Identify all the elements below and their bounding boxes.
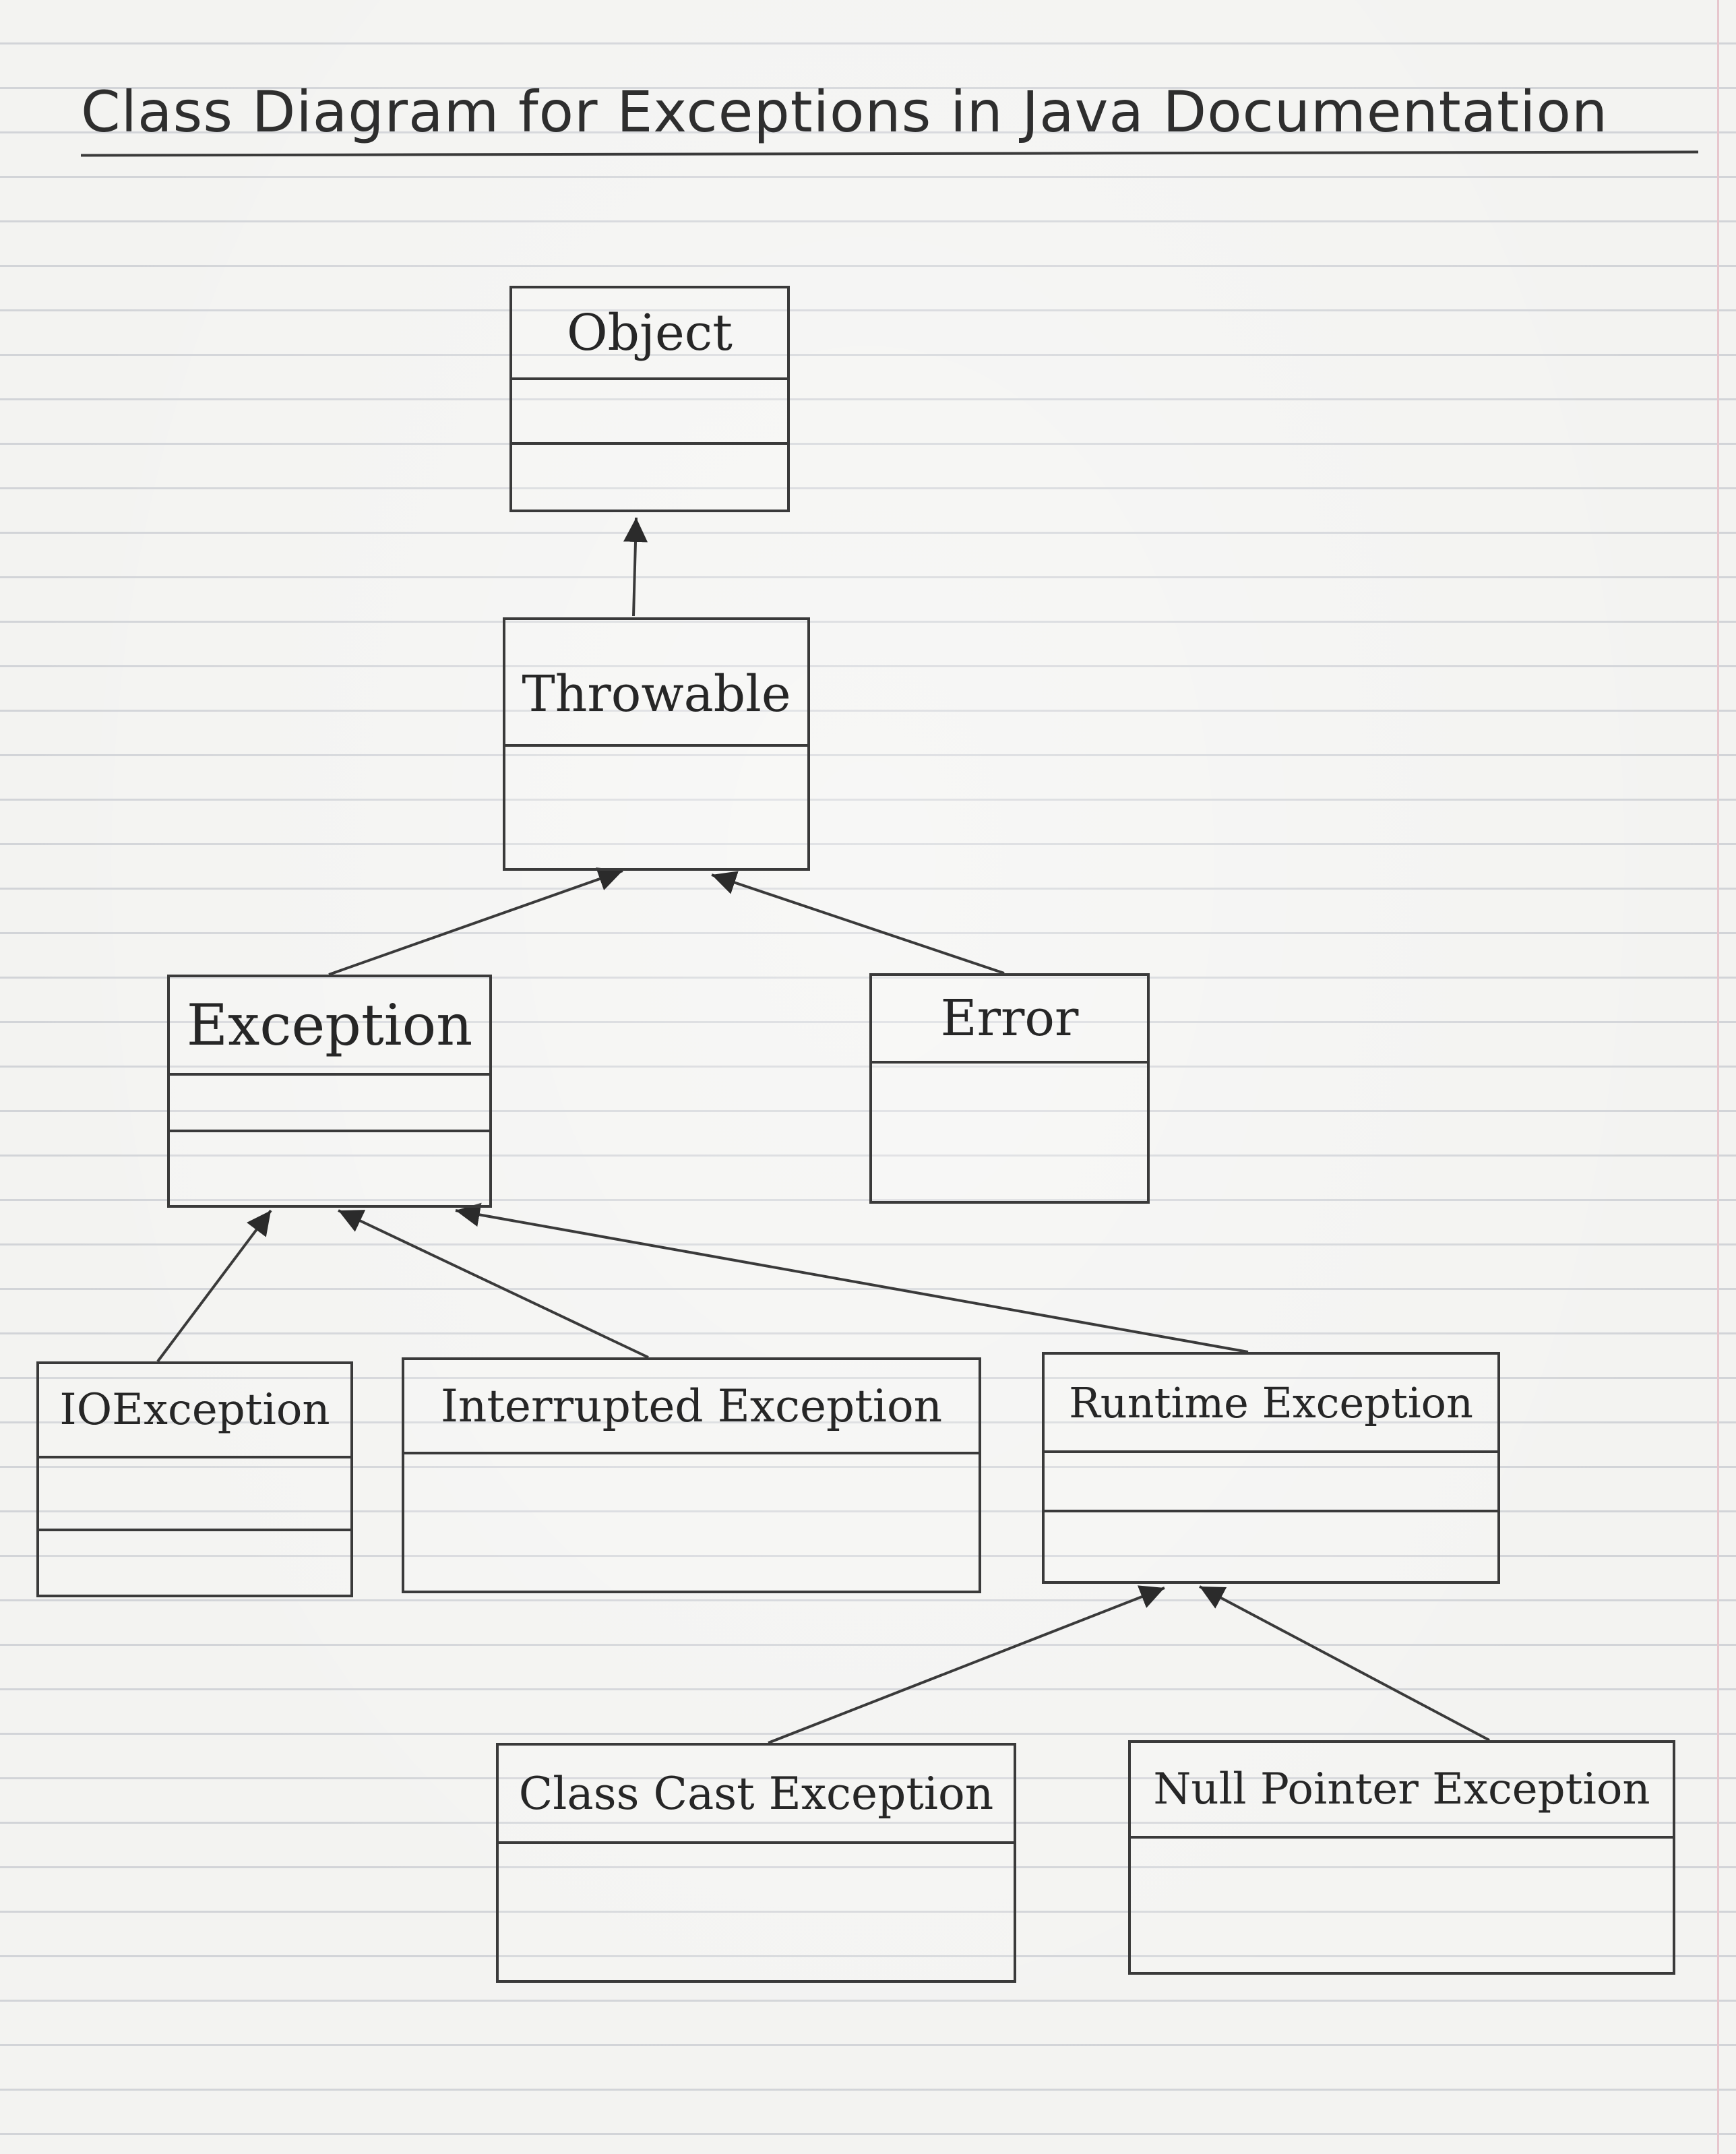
arrow-interrupted-to-exception bbox=[338, 1209, 649, 1359]
class-name-class-cast-exception: Class Cast Exception bbox=[499, 1746, 1014, 1844]
methods-section bbox=[499, 1844, 1014, 1980]
arrow-error-to-throwable bbox=[711, 871, 1005, 975]
methods-section bbox=[872, 1064, 1147, 1201]
class-name-runtime-exception: Runtime Exception bbox=[1045, 1355, 1497, 1453]
attributes-section bbox=[170, 1076, 489, 1132]
class-name-interrupted-exception: Interrupted Exception bbox=[404, 1360, 979, 1454]
arrow-exception-to-throwable bbox=[328, 867, 623, 976]
arrow-classcast-to-runtime bbox=[768, 1585, 1165, 1744]
class-null-pointer-exception: Null Pointer Exception bbox=[1128, 1740, 1675, 1975]
class-runtime-exception: Runtime Exception bbox=[1042, 1352, 1500, 1584]
class-name-exception: Exception bbox=[170, 977, 489, 1076]
methods-section bbox=[404, 1454, 979, 1591]
arrow-nullpointer-to-runtime bbox=[1199, 1585, 1490, 1742]
margin-line bbox=[1717, 0, 1719, 2154]
methods-section bbox=[1131, 1839, 1673, 1972]
class-class-cast-exception: Class Cast Exception bbox=[496, 1743, 1016, 1983]
attributes-section bbox=[512, 380, 787, 445]
attributes-section bbox=[1045, 1453, 1497, 1512]
class-name-null-pointer-exception: Null Pointer Exception bbox=[1131, 1743, 1673, 1839]
methods-section bbox=[512, 445, 787, 510]
methods-section bbox=[39, 1531, 350, 1595]
arrow-throwable-to-object bbox=[623, 517, 648, 617]
class-name-throwable: Throwable bbox=[505, 620, 807, 747]
diagram-title: Class Diagram for Exceptions in Java Doc… bbox=[81, 79, 1609, 145]
arrow-runtime-to-exception bbox=[455, 1202, 1249, 1353]
methods-section bbox=[170, 1132, 489, 1205]
methods-section bbox=[1045, 1512, 1497, 1581]
class-name-object: Object bbox=[512, 288, 787, 380]
class-error: Error bbox=[869, 973, 1150, 1204]
class-throwable: Throwable bbox=[503, 617, 810, 871]
class-object: Object bbox=[509, 286, 790, 512]
attributes-section bbox=[39, 1458, 350, 1531]
class-interrupted-exception: Interrupted Exception bbox=[402, 1357, 981, 1593]
class-name-error: Error bbox=[872, 976, 1147, 1064]
class-exception: Exception bbox=[167, 975, 492, 1208]
class-name-ioexception: IOException bbox=[39, 1364, 350, 1458]
arrow-ioexception-to-exception bbox=[156, 1209, 272, 1363]
methods-section bbox=[505, 747, 807, 868]
class-ioexception: IOException bbox=[36, 1361, 353, 1597]
